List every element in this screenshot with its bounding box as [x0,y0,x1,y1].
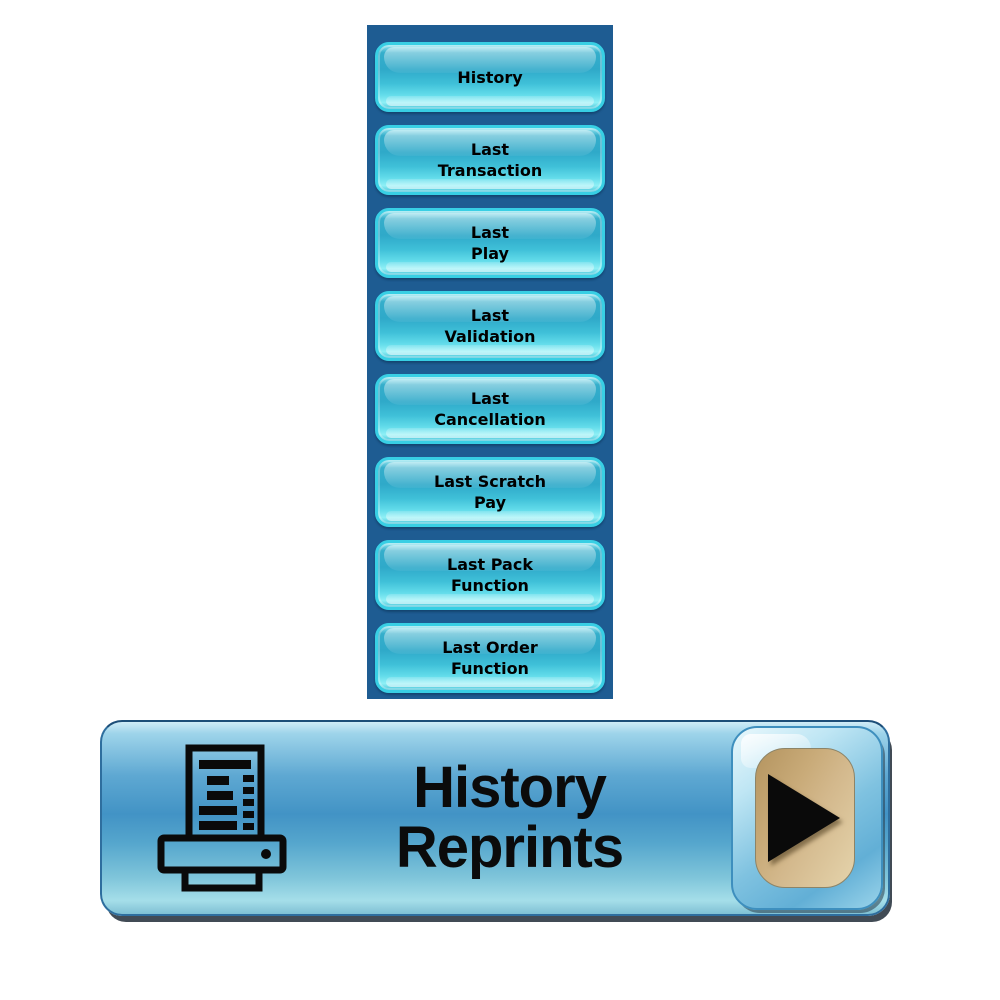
next-arrow-button[interactable] [731,726,883,910]
panel-button-last-validation[interactable]: Last Validation [375,291,605,361]
printer-icon [154,744,288,892]
panel-button-last-play[interactable]: Last Play [375,208,605,278]
panel-button-last-pack-function[interactable]: Last Pack Function [375,540,605,610]
button-label: Last Play [470,223,510,263]
history-reprints-button[interactable]: History Reprints [100,720,890,916]
panel-button-last-cancellation[interactable]: Last Cancellation [375,374,605,444]
button-label: Last Transaction [437,140,543,180]
arrow-pad [755,748,855,888]
button-label: Last Order Function [442,638,538,678]
button-label: Last Pack Function [447,555,533,595]
panel-button-last-transaction[interactable]: Last Transaction [375,125,605,195]
button-label: History [457,67,523,87]
history-reprints-label: History Reprints [395,755,624,880]
panel-button-last-scratch-pay[interactable]: Last Scratch Pay [375,457,605,527]
button-label: Last Scratch Pay [434,472,546,512]
button-label: Last Cancellation [434,389,546,429]
history-options-panel: History Last Transaction Last Play Last … [367,25,613,699]
panel-button-last-order-function[interactable]: Last Order Function [375,623,605,693]
play-arrow-icon [768,774,840,862]
button-label: Last Validation [444,306,536,346]
panel-button-history[interactable]: History [375,42,605,112]
